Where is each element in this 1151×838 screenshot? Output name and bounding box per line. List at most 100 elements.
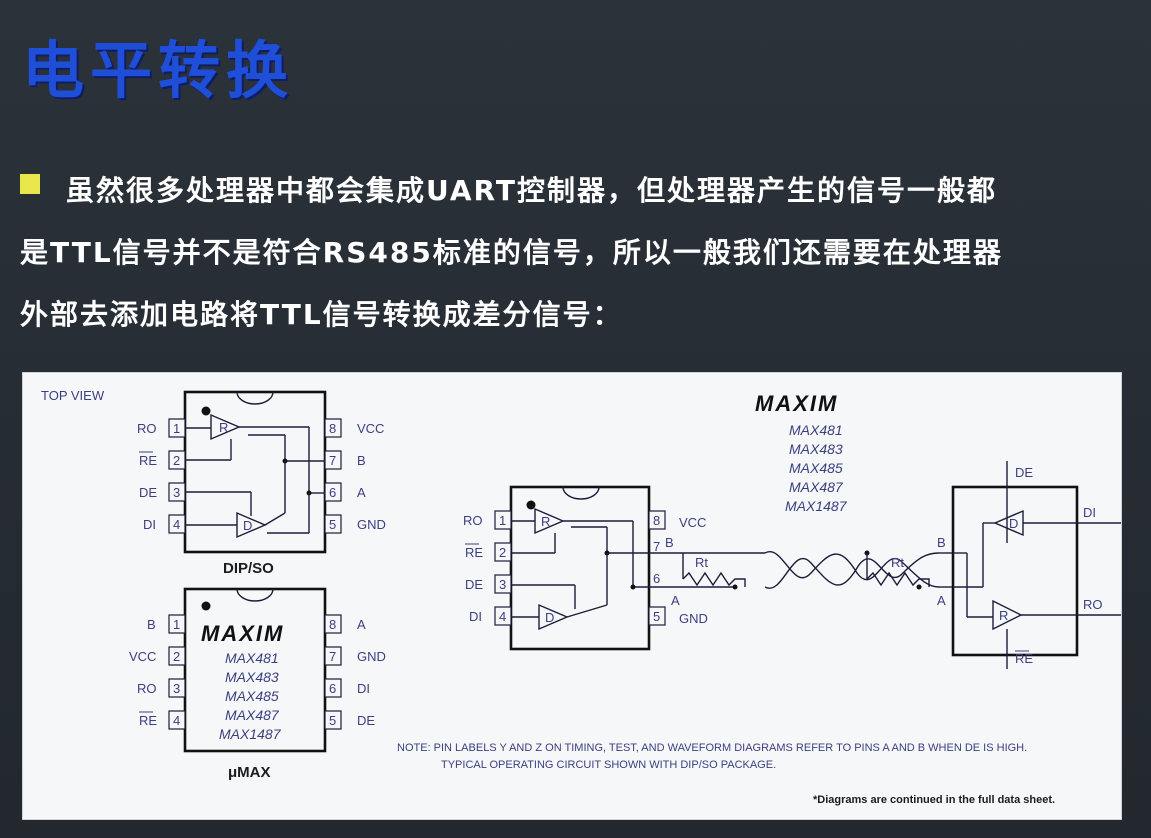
- svg-text:6: 6: [329, 485, 336, 500]
- dip-right-pins: 8 7 6 5 VCC B A GND: [324, 418, 386, 534]
- svg-text:R: R: [541, 514, 550, 529]
- svg-text:A: A: [937, 593, 946, 608]
- svg-text:5: 5: [329, 517, 336, 532]
- maxim-logo-small: MAXIM: [201, 621, 284, 646]
- svg-text:B: B: [665, 535, 674, 550]
- note-line-2: TYPICAL OPERATING CIRCUIT SHOWN WITH DIP…: [441, 759, 776, 771]
- svg-text:A: A: [671, 593, 680, 608]
- svg-text:Rt: Rt: [891, 555, 904, 570]
- dip-caption: DIP/SO: [223, 560, 274, 577]
- circuit-chip-left: 1 2 3 4 RO RE DE DI 8 7 6 5 VCC B GND R …: [463, 485, 765, 651]
- svg-text:GND: GND: [679, 611, 708, 626]
- max485-pinout-figure: TOP VIEW 1 2 3 4 RO RE DE DI 8 7 6 5 VCC: [22, 372, 1122, 820]
- svg-text:VCC: VCC: [357, 421, 384, 436]
- umax-right-pins: 8 7 6 5 A GND DI DE: [324, 614, 386, 730]
- transmission-line: Rt A Rt B A: [671, 535, 953, 608]
- svg-text:1: 1: [173, 617, 180, 632]
- bullet-paragraph: 虽然很多处理器中都会集成UART控制器，但处理器产生的信号一般都 是TTL信号并…: [20, 160, 1135, 346]
- note-line-1: NOTE: PIN LABELS Y AND Z ON TIMING, TEST…: [397, 742, 1027, 754]
- svg-text:1: 1: [173, 421, 180, 436]
- svg-text:RE: RE: [465, 545, 483, 560]
- svg-text:MAX1487: MAX1487: [785, 498, 848, 514]
- svg-text:A: A: [357, 485, 366, 500]
- pinout-diagram-svg: TOP VIEW 1 2 3 4 RO RE DE DI 8 7 6 5 VCC: [41, 388, 1121, 806]
- svg-text:B: B: [147, 617, 156, 632]
- svg-text:MAX483: MAX483: [789, 441, 843, 457]
- dip-left-pins: 1 2 3 4 RO RE DE DI: [137, 418, 186, 534]
- svg-text:4: 4: [499, 609, 506, 624]
- svg-text:1: 1: [499, 513, 506, 528]
- svg-text:Rt: Rt: [695, 555, 708, 570]
- svg-text:DE: DE: [1015, 465, 1033, 480]
- svg-text:D: D: [243, 518, 252, 533]
- svg-text:MAX487: MAX487: [225, 707, 280, 723]
- svg-text:3: 3: [173, 485, 180, 500]
- svg-text:MAX485: MAX485: [789, 460, 843, 476]
- svg-text:6: 6: [653, 571, 660, 586]
- svg-text:B: B: [357, 453, 366, 468]
- svg-text:A: A: [357, 617, 366, 632]
- svg-text:7: 7: [329, 453, 336, 468]
- svg-text:RE: RE: [139, 453, 157, 468]
- circuit-part-numbers: MAX481 MAX483 MAX485 MAX487 MAX1487: [785, 422, 848, 514]
- svg-text:RO: RO: [1083, 597, 1103, 612]
- bullet-line-1: 虽然很多处理器中都会集成UART控制器，但处理器产生的信号一般都: [66, 174, 997, 207]
- svg-text:MAX487: MAX487: [789, 479, 844, 495]
- svg-text:DI: DI: [143, 517, 156, 532]
- svg-text:5: 5: [653, 609, 660, 624]
- svg-text:DI: DI: [469, 609, 482, 624]
- dip-package: 1 2 3 4 RO RE DE DI 8 7 6 5 VCC B A GND …: [137, 390, 386, 577]
- svg-text:GND: GND: [357, 649, 386, 664]
- maxim-logo-large: MAXIM: [755, 391, 838, 416]
- dip-body: [183, 390, 327, 554]
- svg-text:4: 4: [173, 517, 180, 532]
- svg-text:R: R: [999, 608, 1008, 623]
- circuit-chip-right: DE D DI R RO RE: [951, 461, 1121, 669]
- bullet-line-2: 是TTL信号并不是符合RS485标准的信号，所以一般我们还需要在处理器: [20, 236, 1003, 269]
- svg-text:DE: DE: [357, 713, 375, 728]
- svg-text:2: 2: [499, 545, 506, 560]
- svg-text:MAX483: MAX483: [225, 669, 279, 685]
- svg-text:B: B: [937, 535, 946, 550]
- svg-text:RE: RE: [139, 713, 157, 728]
- svg-text:DE: DE: [139, 485, 157, 500]
- dip-notch: [236, 391, 274, 405]
- umax-package: MAXIM MAX481 MAX483 MAX485 MAX487 MAX148…: [129, 587, 386, 781]
- svg-text:MAX485: MAX485: [225, 688, 279, 704]
- dip-pin1-dot: [201, 406, 211, 416]
- svg-text:RE: RE: [1015, 651, 1033, 666]
- slide-title: 电平转换: [22, 34, 295, 107]
- svg-text:MAX481: MAX481: [789, 422, 843, 438]
- umax-caption: μMAX: [228, 764, 271, 781]
- svg-text:GND: GND: [357, 517, 386, 532]
- svg-text:7: 7: [329, 649, 336, 664]
- svg-text:3: 3: [173, 681, 180, 696]
- bullet-square-icon: [20, 174, 40, 194]
- svg-text:5: 5: [329, 713, 336, 728]
- svg-text:3: 3: [499, 577, 506, 592]
- umax-left-pins: 1 2 3 4 B VCC RO RE: [129, 614, 186, 730]
- top-view-label: TOP VIEW: [41, 388, 105, 403]
- svg-text:8: 8: [329, 617, 336, 632]
- svg-text:DE: DE: [465, 577, 483, 592]
- svg-text:8: 8: [653, 513, 660, 528]
- svg-text:VCC: VCC: [129, 649, 156, 664]
- bullet-line-3: 外部去添加电路将TTL信号转换成差分信号：: [20, 298, 623, 331]
- svg-text:MAX481: MAX481: [225, 650, 279, 666]
- svg-text:D: D: [545, 610, 554, 625]
- svg-text:RO: RO: [463, 513, 483, 528]
- svg-text:2: 2: [173, 649, 180, 664]
- svg-text:2: 2: [173, 453, 180, 468]
- svg-text:4: 4: [173, 713, 180, 728]
- svg-text:6: 6: [329, 681, 336, 696]
- svg-text:D: D: [1009, 516, 1018, 531]
- svg-text:7: 7: [653, 539, 660, 554]
- svg-text:DI: DI: [357, 681, 370, 696]
- svg-text:8: 8: [329, 421, 336, 436]
- svg-text:VCC: VCC: [679, 515, 706, 530]
- svg-text:RO: RO: [137, 421, 157, 436]
- svg-text:MAX1487: MAX1487: [219, 726, 282, 742]
- svg-text:RO: RO: [137, 681, 157, 696]
- umax-body: [183, 587, 327, 753]
- continued-note: *Diagrams are continued in the full data…: [813, 794, 1055, 806]
